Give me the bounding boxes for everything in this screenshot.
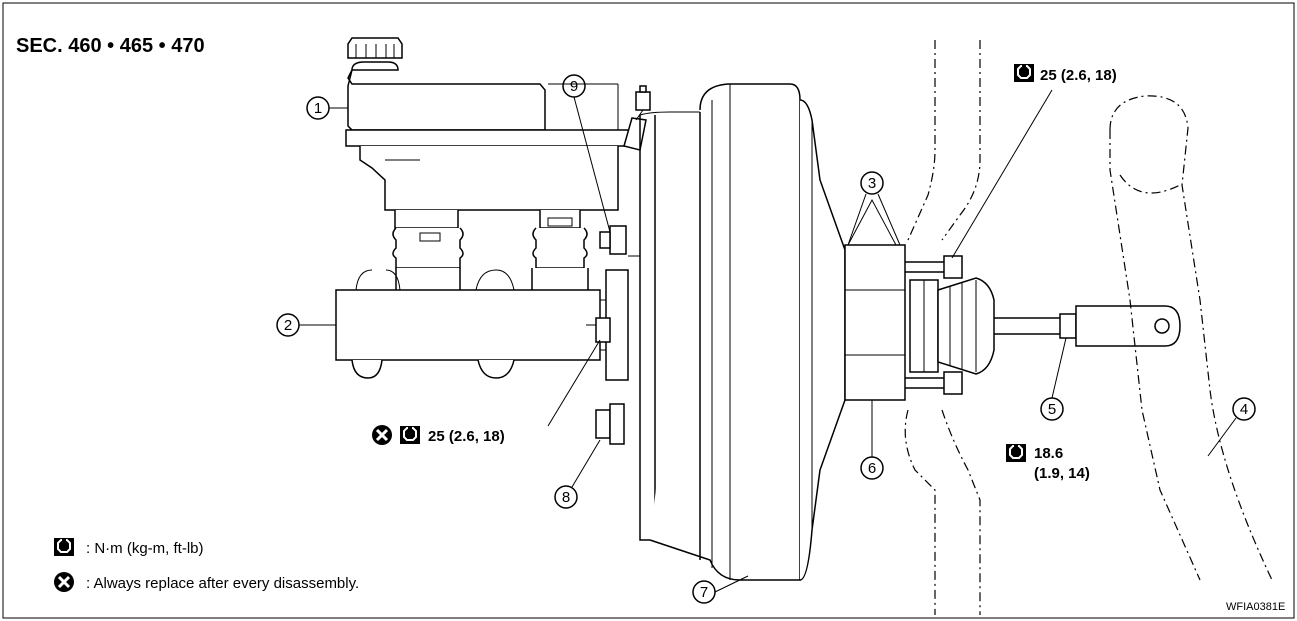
master-cylinder <box>335 210 610 379</box>
check-valve <box>623 85 651 151</box>
torque-wrench-icon <box>1013 63 1035 83</box>
callout-3: 3 <box>860 171 884 195</box>
reservoir <box>345 37 636 211</box>
callout-6: 6 <box>860 400 884 480</box>
torque-left: 25 (2.6, 18) <box>370 339 601 447</box>
booster-flange <box>586 225 640 445</box>
svg-text:4: 4 <box>1240 401 1248 418</box>
torque-wrench-icon <box>53 537 75 557</box>
torque-wrench-icon <box>399 425 421 445</box>
svg-text:1: 1 <box>314 100 322 117</box>
torque-top: 25 (2.6, 18) <box>951 63 1117 259</box>
section-title: SEC. 460 • 465 • 470 <box>16 35 205 57</box>
svg-text:8: 8 <box>562 489 570 506</box>
svg-text:9: 9 <box>570 78 578 95</box>
callout-7: 7 <box>692 575 749 604</box>
torque-left-value: 25 (2.6, 18) <box>428 428 505 445</box>
dash-panel <box>904 40 981 615</box>
callout-2: 2 <box>276 313 336 337</box>
svg-text:7: 7 <box>700 584 708 601</box>
torque-top-value: 25 (2.6, 18) <box>1040 67 1117 84</box>
callout-3-leader-a <box>847 193 867 246</box>
torque-wrench-icon <box>1005 443 1027 463</box>
torque-right-value-1: 18.6 <box>1034 445 1063 462</box>
svg-text:2: 2 <box>284 317 292 334</box>
torque-right-value-2: (1.9, 14) <box>1034 465 1090 482</box>
callout-3-leader-b <box>877 193 901 246</box>
legend-replace-note: : Always replace after every disassembly… <box>86 575 359 592</box>
callout-1: 1 <box>306 96 348 120</box>
pushrod-assembly <box>844 198 1181 401</box>
figure-code: WFIA0381E <box>1226 601 1285 613</box>
brake-pedal <box>1109 95 1273 581</box>
svg-text:3: 3 <box>868 175 876 192</box>
svg-text:6: 6 <box>868 460 876 477</box>
callout-4: 4 <box>1207 397 1256 457</box>
svg-text:5: 5 <box>1048 401 1056 418</box>
callout-8: 8 <box>554 439 601 509</box>
always-replace-icon <box>52 570 76 594</box>
always-replace-icon <box>370 423 394 447</box>
legend-torque-unit: : N·m (kg-m, ft-lb) <box>86 540 204 557</box>
callout-9: 9 <box>562 74 611 233</box>
callout-5: 5 <box>1040 337 1067 421</box>
torque-right: 18.6 (1.9, 14) <box>1005 443 1090 482</box>
legend: : N·m (kg-m, ft-lb) : Always replace aft… <box>52 537 359 594</box>
brake-booster <box>639 83 846 581</box>
